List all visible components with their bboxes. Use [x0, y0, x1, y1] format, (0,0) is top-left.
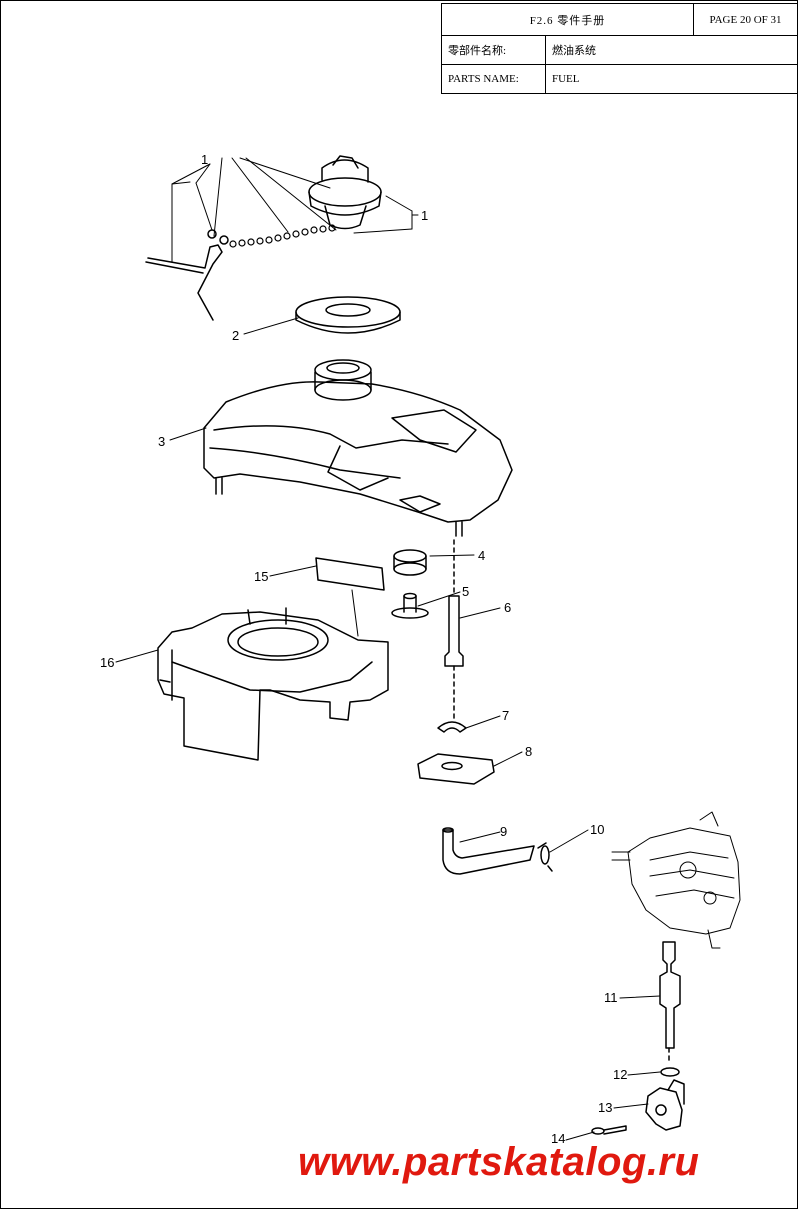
carburetor-reference: [611, 811, 741, 949]
valve-plate: [417, 753, 495, 785]
o-ring: [660, 1067, 680, 1077]
fuel-cap-assembly: [145, 155, 382, 321]
callout-13: 13: [598, 1100, 612, 1115]
site-watermark: www.partskatalog.ru: [298, 1140, 700, 1184]
fuel-valve-shaft: [444, 539, 464, 719]
callout-7: 7: [502, 708, 509, 723]
fuel-strainer: [393, 549, 427, 576]
callout-9: 9: [500, 824, 507, 839]
tether-chain: [229, 224, 336, 248]
callout-6: 6: [504, 600, 511, 615]
callout-4: 4: [478, 548, 485, 563]
callout-8: 8: [525, 744, 532, 759]
callout-14: 14: [551, 1131, 565, 1146]
bushing: [391, 592, 429, 619]
tank-cap-gasket: [295, 296, 401, 334]
drain-shaft: [659, 941, 681, 1063]
tank-bracket: [157, 607, 389, 761]
screw: [591, 1125, 627, 1135]
callout-10: 10: [590, 822, 604, 837]
callout-1b: 1: [421, 208, 428, 223]
callout-labels: 1 1 2 3 4 5 6 7 8 9 10 11 12 13 14 15 16: [100, 152, 627, 1146]
fuel-hose: [442, 827, 535, 875]
callout-15: 15: [254, 569, 268, 584]
clamp-bracket: [645, 1079, 685, 1131]
callout-16: 16: [100, 655, 114, 670]
parts-name-en-value: FUEL: [545, 64, 798, 94]
leader-lines: [115, 157, 661, 1141]
fuel-tank: [203, 359, 513, 537]
callout-1a: 1: [201, 152, 208, 167]
pad: [315, 557, 385, 591]
callout-12: 12: [613, 1067, 627, 1082]
parts-name-en-label: PARTS NAME:: [441, 64, 546, 94]
page-label: PAGE 20 OF 31: [693, 3, 798, 36]
hose-clamp: [537, 842, 553, 872]
clip: [437, 721, 467, 733]
callout-11: 11: [604, 990, 618, 1005]
callout-5: 5: [462, 584, 469, 599]
callout-2: 2: [232, 328, 239, 343]
title-block: F2.6 零件手册 PAGE 20 OF 31 零部件名称: 燃油系统 PART…: [441, 3, 798, 94]
callout-3: 3: [158, 434, 165, 449]
